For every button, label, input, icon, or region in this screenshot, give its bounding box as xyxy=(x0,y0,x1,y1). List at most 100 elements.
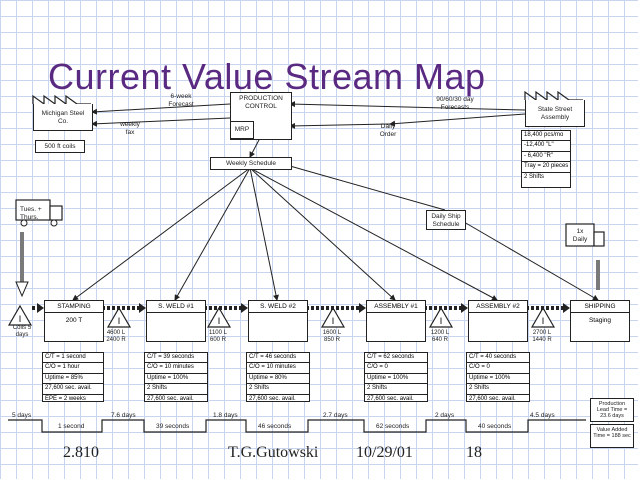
push-arrow xyxy=(37,303,44,313)
info-flow-line xyxy=(249,137,261,158)
page-title: Current Value Stream Map xyxy=(48,56,486,97)
supplier-roof xyxy=(32,94,91,106)
inventory-triangle-icon xyxy=(530,306,556,328)
supplier-truck-icon xyxy=(49,205,63,221)
push-arrow xyxy=(359,303,366,313)
timeline-seconds: 1 second xyxy=(58,423,85,430)
shipment-arrowhead xyxy=(15,281,29,298)
mrp-box: MRP xyxy=(230,121,254,139)
inventory-icon-glyph: I xyxy=(440,316,443,326)
customer-name: State Street Assembly xyxy=(537,106,573,121)
supplier-truck-icon xyxy=(50,219,58,227)
customer-factory: State Street Assembly xyxy=(525,100,585,127)
process-name: ASSEMBLY #1 xyxy=(367,301,425,313)
inventory-label: 2700 L 1440 R xyxy=(532,330,552,343)
ship-schedule-line xyxy=(289,165,446,211)
process-operator: 200 T xyxy=(65,317,83,324)
production-control-title: PRODUCTION CONTROL xyxy=(239,95,283,110)
timeline-seconds: 62 seconds xyxy=(376,423,410,430)
ship-schedule-line xyxy=(463,221,599,301)
value-added-box: Value Added Time = 188 sec xyxy=(590,424,634,448)
footer-date: 10/29/01 xyxy=(356,444,413,461)
supplier-truck-label: Tues. + Thurs. xyxy=(20,206,42,221)
inventory-triangle-icon xyxy=(428,306,454,328)
timeline-days: 7.6 days xyxy=(111,412,136,419)
process-assembly-1: ASSEMBLY #1 xyxy=(366,300,426,342)
process-name: ASSEMBLY #2 xyxy=(469,301,527,313)
info-flow-line xyxy=(389,113,526,127)
timeline-days: 2.7 days xyxy=(323,412,348,419)
inventory-icon-glyph: I xyxy=(118,316,121,326)
inventory-triangle-icon xyxy=(7,304,33,326)
footer-author: T.G.Gutowski xyxy=(228,444,319,461)
footer-page: 18 xyxy=(466,444,482,461)
process-shipping: SHIPPING Staging xyxy=(570,300,630,342)
process-stamping: STAMPING 200 T xyxy=(44,300,104,342)
timeline-seconds: 46 seconds xyxy=(258,423,292,430)
process-name: S. WELD #2 xyxy=(249,301,307,313)
customer-roof xyxy=(524,90,583,102)
schedule-line xyxy=(72,167,251,301)
process-spot-weld-1: S. WELD #1 xyxy=(146,300,206,342)
push-arrow xyxy=(563,303,570,313)
info-flow-line xyxy=(289,101,526,111)
forecast-to-supplier: 6-week Forecast xyxy=(168,93,194,108)
customer-truck-label: 1x Daily xyxy=(572,228,588,243)
timeline-days: 5 days xyxy=(12,412,32,419)
daily-ship-schedule: Daily Ship Schedule xyxy=(426,210,466,230)
customer-truck-icon xyxy=(593,231,605,247)
timeline-days: 2 days xyxy=(435,412,455,419)
lead-time-box: Production Lead Time = 23.6 days xyxy=(590,398,634,422)
inventory-label: 1100 L 600 R xyxy=(209,330,227,343)
inventory-triangle-icon xyxy=(106,306,132,328)
schedule-line xyxy=(249,167,498,301)
schedule-line xyxy=(249,167,396,301)
timeline-seconds: 39 seconds xyxy=(156,423,190,430)
info-flow-line xyxy=(91,103,231,115)
supplier-factory: Michigan Steel Co. xyxy=(33,104,93,131)
footer-course: 2.810 xyxy=(63,444,99,461)
info-flow-line xyxy=(91,117,231,127)
customer-data: 18,400 pcs/mo -12,400 "L" - 6,400 "R" Tr… xyxy=(521,130,571,188)
production-control: PRODUCTION CONTROL MRP xyxy=(230,92,292,140)
inventory-label: 1200 L 640 R xyxy=(430,330,450,343)
inventory-triangle-icon xyxy=(320,306,346,328)
timeline-days: 4.5 days xyxy=(530,412,555,419)
timeline-days: 1.8 days xyxy=(213,412,238,419)
raw-inventory-label: Coils 5 days xyxy=(12,325,32,338)
push-arrow xyxy=(241,303,248,313)
process-assembly-2: ASSEMBLY #2 xyxy=(468,300,528,342)
data-box-spot-weld-1: C/T = 39 seconds C/O = 10 minutes Uptime… xyxy=(144,352,208,402)
process-operator: Staging xyxy=(588,317,612,324)
daily-order: Daily Order xyxy=(379,123,397,138)
data-box-assembly-2: C/T = 40 seconds C/O = 0 Uptime = 100% 2… xyxy=(466,352,530,402)
inventory-label: 1600 L 850 R xyxy=(322,330,342,343)
supplier-truck-icon xyxy=(20,219,28,227)
inventory-icon-glyph: I xyxy=(218,316,221,326)
weekly-fax: weekly fax xyxy=(120,121,140,136)
inventory-icon-glyph: I xyxy=(542,316,545,326)
process-name: S. WELD #1 xyxy=(147,301,205,313)
supplier-name: Michigan Steel Co. xyxy=(41,110,85,125)
inventory-label: 4600 L 2400 R xyxy=(106,330,126,343)
timeline-seconds: 40 seconds xyxy=(478,423,512,430)
weekly-schedule: Weekly Schedule xyxy=(210,157,292,170)
process-name: STAMPING xyxy=(45,301,103,313)
inventory-triangle-icon xyxy=(206,306,232,328)
data-box-assembly-1: C/T = 62 seconds C/O = 0 Uptime = 100% 2… xyxy=(364,352,428,402)
data-box-stamping: C/T = 1 second C/O = 1 hour Uptime = 85%… xyxy=(42,352,104,402)
schedule-line xyxy=(249,167,279,301)
push-arrow xyxy=(461,303,468,313)
inventory-icon-glyph: I xyxy=(19,314,22,324)
data-box-spot-weld-2: C/T = 46 seconds C/O = 10 minutes Uptime… xyxy=(246,352,310,402)
customer-forecast: 90/60/30 day Forecasts xyxy=(436,96,474,111)
timeline-line xyxy=(8,419,586,433)
schedule-line xyxy=(174,167,251,301)
supplier-data: 500 ft coils xyxy=(35,140,85,153)
push-arrow xyxy=(139,303,146,313)
info-flow-line xyxy=(289,122,391,129)
inventory-icon-glyph: I xyxy=(332,316,335,326)
process-spot-weld-2: S. WELD #2 xyxy=(248,300,308,342)
